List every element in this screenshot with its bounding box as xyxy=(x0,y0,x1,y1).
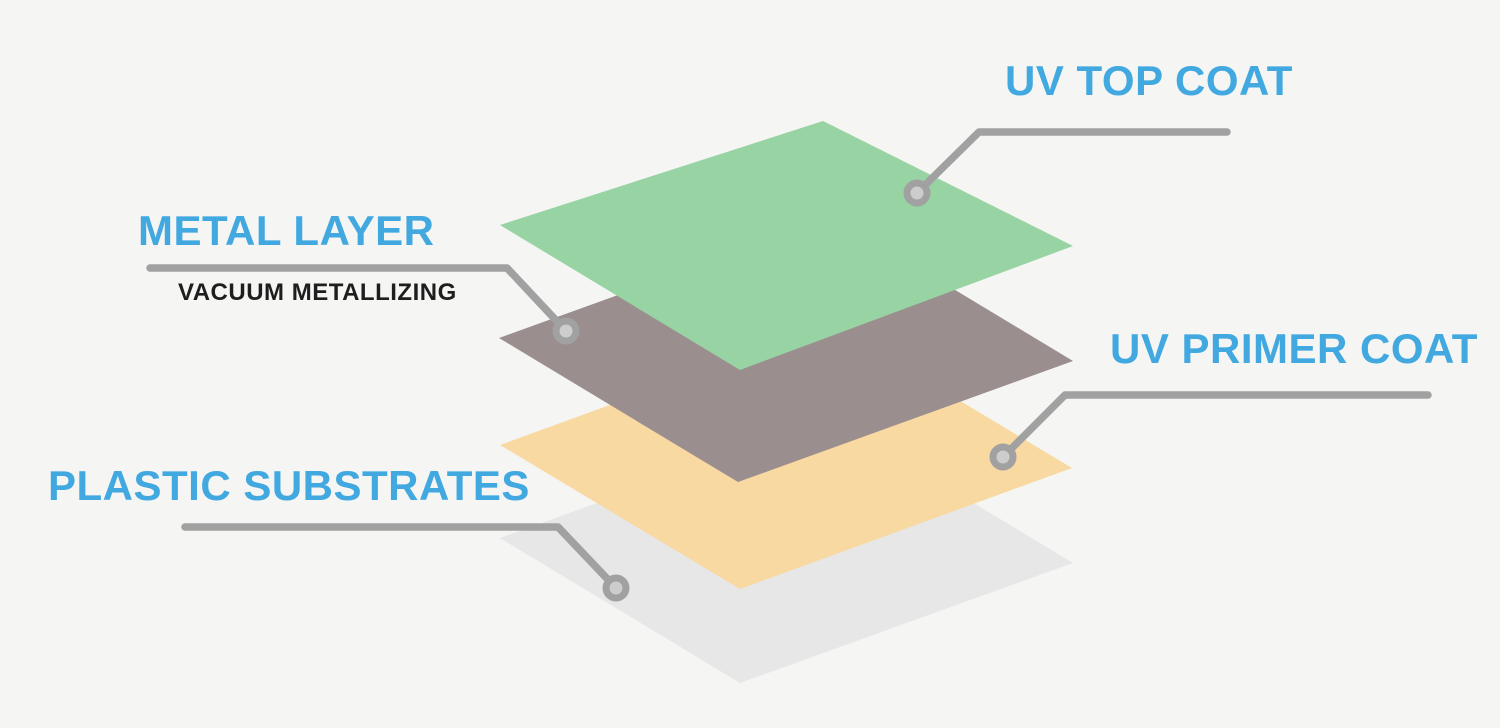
uv-top-coat-leader-line xyxy=(913,128,1231,197)
plastic-substrates-leader-line xyxy=(181,523,620,592)
vacuum-metallizing-sublabel: VACUUM METALLIZING xyxy=(178,279,457,306)
uv-top-coat-label: UV TOP COAT xyxy=(1005,57,1293,104)
metal-layer-marker-icon xyxy=(552,317,580,345)
uv-top-coat-marker-icon xyxy=(903,179,931,207)
uv-primer-coat-marker-icon xyxy=(989,443,1017,471)
metal-layer-leader-line xyxy=(146,264,570,335)
plastic-substrates-label: PLASTIC SUBSTRATES xyxy=(48,462,530,509)
plastic-substrates-marker-icon xyxy=(602,574,630,602)
uv-primer-coat-label: UV PRIMER COAT xyxy=(1110,325,1478,372)
metal-layer-label: METAL LAYER xyxy=(138,207,435,254)
uv-primer-coat-leader-line xyxy=(999,391,1432,461)
